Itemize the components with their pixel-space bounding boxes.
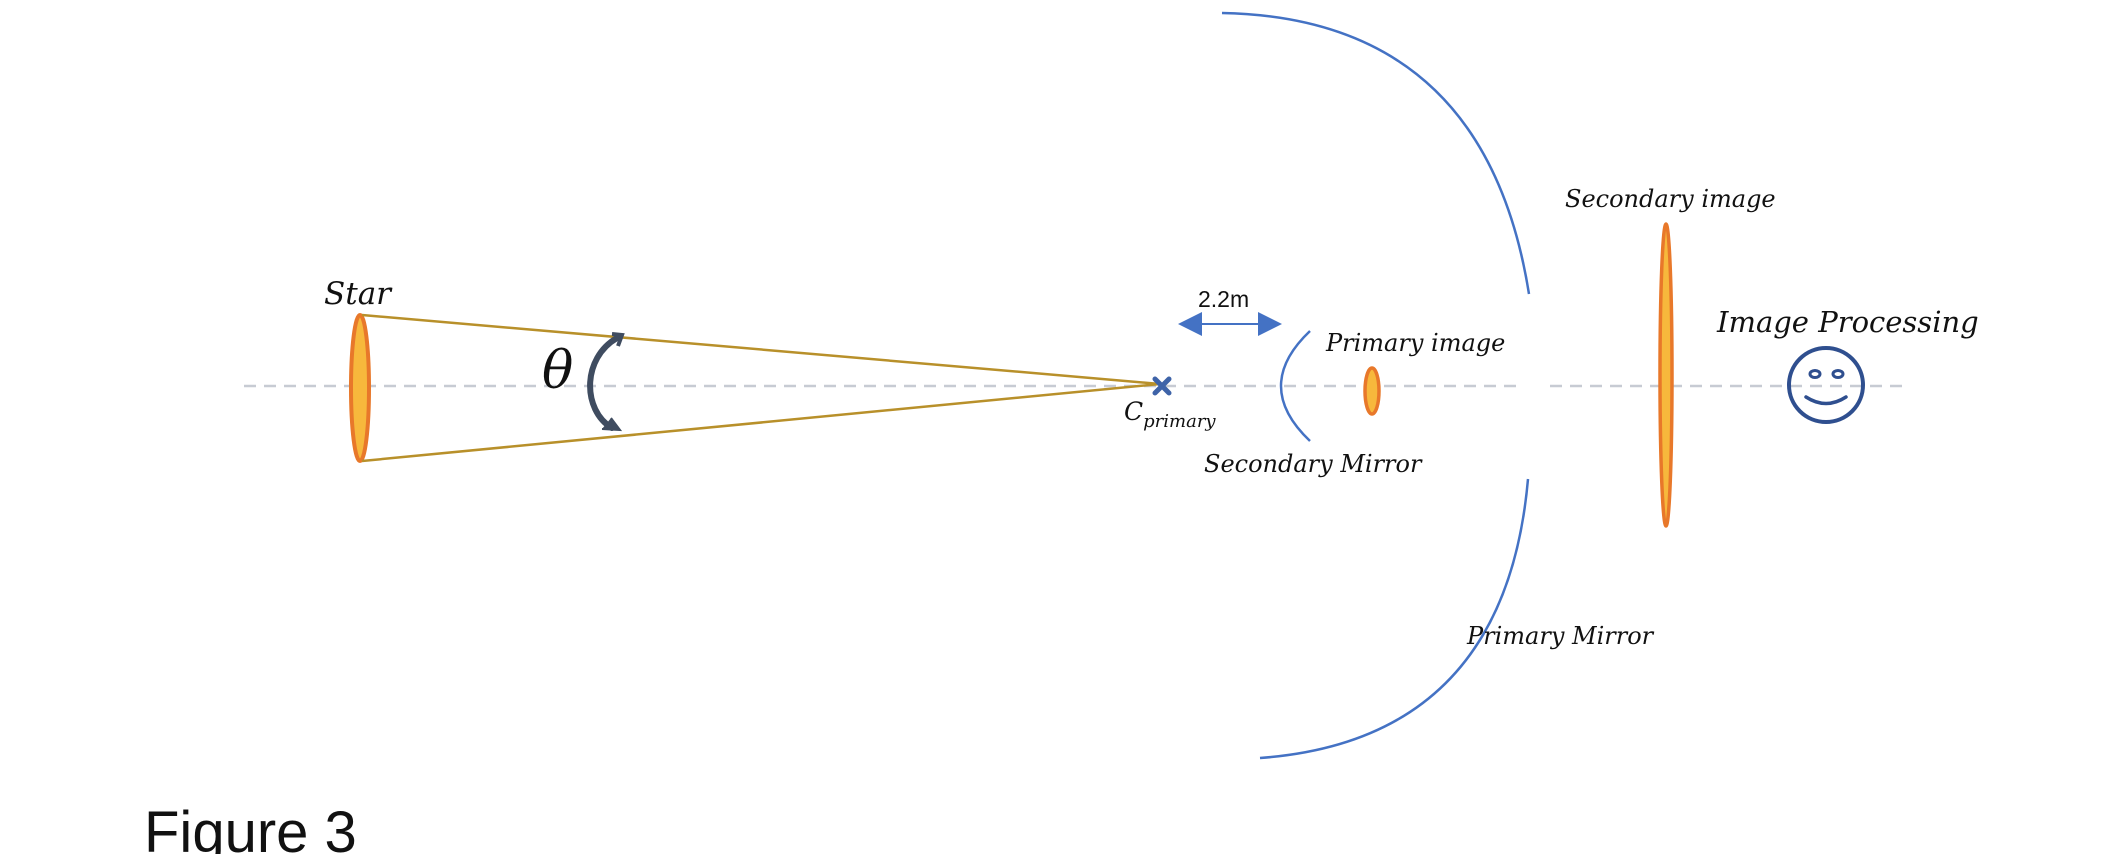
cross-marker-icon bbox=[1152, 376, 1172, 396]
distance-arrow bbox=[1178, 312, 1282, 336]
secondary-image-label: Secondary image bbox=[1565, 185, 1776, 213]
theta-label: θ bbox=[542, 341, 573, 401]
image-processing-label: Image Processing bbox=[1716, 305, 1979, 339]
primary-image-ellipse bbox=[1363, 366, 1381, 416]
c-primary-main: C bbox=[1124, 397, 1143, 426]
primary-image-label: Primary image bbox=[1325, 329, 1505, 357]
primary-mirror-upper bbox=[1221, 11, 1531, 295]
primary-mirror-label: Primary Mirror bbox=[1466, 622, 1655, 650]
star-ellipse bbox=[349, 313, 371, 463]
c-primary-sub: primary bbox=[1143, 411, 1216, 432]
star-label: Star bbox=[324, 276, 393, 312]
curved-arrow-icon bbox=[587, 332, 625, 432]
secondary-mirror bbox=[1279, 330, 1311, 442]
secondary-mirror-label: Secondary Mirror bbox=[1204, 450, 1423, 478]
ray-lower bbox=[361, 382, 1161, 463]
ray-upper bbox=[361, 313, 1161, 386]
primary-mirror-lower bbox=[1259, 478, 1530, 760]
figure-caption: Figure 3 bbox=[144, 800, 357, 854]
distance-label: 2.2m bbox=[1198, 286, 1249, 312]
c-primary-label: Cprimary bbox=[1124, 397, 1216, 432]
smiley-face-icon bbox=[1787, 346, 1865, 424]
secondary-image-ellipse bbox=[1658, 222, 1674, 528]
